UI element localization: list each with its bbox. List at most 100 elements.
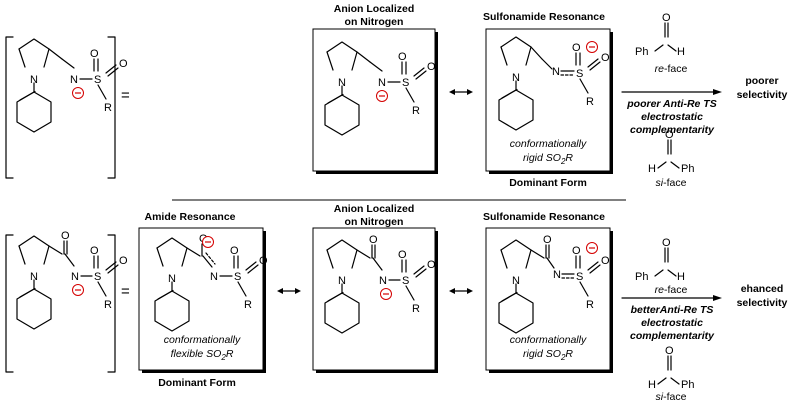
- atom-o1: O: [572, 42, 581, 54]
- benzaldehyde-re-top: O Ph H: [635, 12, 685, 58]
- caption-rigid-top-line1: conformationally: [510, 138, 587, 150]
- negative-charge-icon: [585, 40, 599, 54]
- condition-top-line2: electrostatic: [641, 111, 703, 123]
- caption-flexible-line1: conformationally: [164, 334, 241, 346]
- header-anion-bottom-line2: on Nitrogen: [345, 216, 404, 228]
- structure-sulfonamide-top: N N S O O R: [498, 36, 610, 131]
- atom-n-ring: N: [338, 77, 346, 89]
- caption-rigid-bottom-line1: conformationally: [510, 334, 587, 346]
- resonance-arrow-icon: [448, 287, 474, 295]
- atom-o-carbonyl: O: [369, 234, 378, 246]
- atom-o2: O: [427, 259, 436, 271]
- re-face-label-bottom: re-face: [655, 284, 688, 296]
- caption-rigid-top-line2: rigid SO2R: [523, 152, 573, 166]
- atom-s: S: [576, 68, 583, 80]
- atom-o2: O: [601, 255, 610, 267]
- atom-n-amide: N: [71, 271, 79, 283]
- atom-o-carbonyl: O: [61, 230, 70, 242]
- header-anion-top-line1: Anion Localized: [334, 3, 415, 15]
- atom-n-imine: N: [210, 271, 218, 283]
- left-bracket-bottom: [5, 234, 14, 373]
- condition-top-line3: complementarity: [630, 124, 715, 136]
- atom-o2: O: [119, 58, 128, 70]
- atom-o2: O: [119, 255, 128, 267]
- atom-ph: Ph: [635, 46, 648, 58]
- atom-h: H: [677, 46, 685, 58]
- atom-n-ring: N: [512, 72, 520, 84]
- benzaldehyde-si-bottom: O H Ph: [648, 345, 694, 391]
- condition-bottom-line2: electrostatic: [641, 317, 703, 329]
- header-sulfonamide-bottom: Sulfonamide Resonance: [483, 211, 605, 223]
- result-bottom-line2: selectivity: [737, 297, 788, 309]
- atom-s: S: [402, 275, 409, 287]
- atom-h: H: [677, 271, 685, 283]
- box-anion-localized-bottom: [312, 227, 436, 371]
- atom-s: S: [234, 271, 241, 283]
- dominant-form-bottom: Dominant Form: [158, 377, 236, 389]
- box-amide-resonance: [138, 227, 264, 371]
- caption-flexible-line2: flexible SO2R: [171, 348, 234, 362]
- atom-o1: O: [398, 51, 407, 63]
- negative-charge-icon: [201, 235, 215, 249]
- enamine-carbonyl-sulfonamide-bottom: N O N S O O R: [16, 230, 128, 330]
- header-amide: Amide Resonance: [144, 211, 235, 223]
- atom-r: R: [104, 102, 112, 114]
- atom-n-amide: N: [70, 74, 78, 86]
- atom-ph: Ph: [681, 163, 694, 175]
- resonance-arrow-icon: [448, 88, 474, 96]
- atom-o2: O: [427, 61, 436, 73]
- atom-n-ring: N: [30, 74, 38, 86]
- atom-s: S: [576, 271, 583, 283]
- header-anion-top-line2: on Nitrogen: [345, 16, 404, 28]
- atom-ph: Ph: [681, 379, 694, 391]
- negative-charge-icon: [379, 287, 393, 301]
- result-bottom-line1: ehanced: [741, 283, 784, 295]
- atom-h: H: [648, 379, 656, 391]
- atom-n-ring: N: [30, 271, 38, 283]
- atom-o1: O: [90, 245, 99, 257]
- negative-charge-icon: [585, 241, 599, 255]
- re-face-label-top: re-face: [655, 63, 688, 75]
- atom-o: O: [665, 129, 674, 141]
- benzaldehyde-si-top: O H Ph: [648, 129, 694, 175]
- atom-r: R: [412, 303, 420, 315]
- atom-ph: Ph: [635, 271, 648, 283]
- atom-r: R: [586, 299, 594, 311]
- header-sulfonamide-top: Sulfonamide Resonance: [483, 11, 605, 23]
- atom-o-carbonyl: O: [543, 234, 552, 246]
- atom-s: S: [402, 77, 409, 89]
- atom-r: R: [104, 299, 112, 311]
- box-anion-localized-top: [312, 28, 436, 172]
- atom-n-amide: N: [379, 275, 387, 287]
- atom-r: R: [244, 299, 252, 311]
- atom-o2: O: [259, 255, 268, 267]
- atom-r: R: [586, 96, 594, 108]
- left-bracket-top: [5, 36, 14, 179]
- atom-o: O: [662, 12, 671, 24]
- atom-o1: O: [398, 249, 407, 261]
- negative-charge-icon: [71, 283, 85, 297]
- dominant-form-top: Dominant Form: [509, 177, 587, 189]
- condition-bottom-line1: betterAnti-Re TS: [631, 304, 714, 316]
- header-anion-bottom-line1: Anion Localized: [334, 203, 415, 215]
- atom-n-ring: N: [512, 275, 520, 287]
- structure-sulfonamide-bottom: N O N S O O R: [498, 234, 610, 334]
- atom-n-amide: N: [378, 77, 386, 89]
- result-top-line1: poorer: [745, 75, 778, 87]
- enamine-sulfonamide-top: N N S O O R: [16, 38, 128, 133]
- atom-o2: O: [601, 52, 610, 64]
- atom-s: S: [94, 271, 101, 283]
- si-face-label-top: si-face: [656, 177, 687, 189]
- atom-r: R: [412, 105, 420, 117]
- atom-o1: O: [230, 245, 239, 257]
- si-face-label-bottom: si-face: [656, 391, 687, 403]
- structure-anion-localized-bottom: N O N S O O R: [324, 234, 436, 334]
- equals-sign-top: =: [121, 87, 130, 104]
- atom-n-imine: N: [553, 269, 561, 281]
- result-top-line2: selectivity: [737, 89, 788, 101]
- box-sulfonamide-top: [485, 28, 611, 172]
- condition-top-line1: poorer Anti-Re TS: [626, 98, 716, 110]
- structure-amide-resonance: N O N S O O R: [154, 233, 268, 332]
- atom-s: S: [94, 74, 101, 86]
